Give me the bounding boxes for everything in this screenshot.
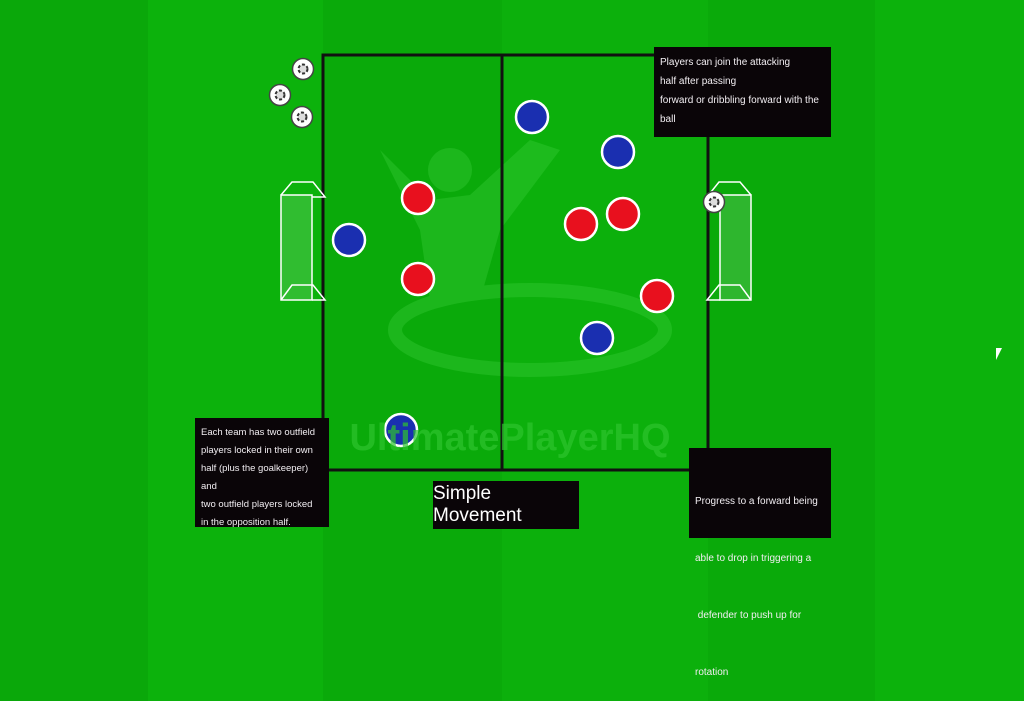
note-team-setup: Each team has two outfield players locke… [195,418,329,528]
note-line: forward or dribbling forward with the [660,95,819,106]
note-line: half (plus the goalkeeper) and [201,463,309,492]
drill-title: Simple Movement [433,481,579,529]
note-line: defender to push up for [695,610,802,621]
pitch-boundary [321,53,710,472]
note-line: Players can join the attacking [660,57,791,68]
pitch-diagram: UltimatePlayerHQ [268,53,752,472]
watermark: UltimatePlayerHQ [349,417,670,459]
left-goal [280,181,327,301]
blue-player-marker [600,134,636,170]
right-goal [705,181,752,301]
note-line: in the opposition half. [201,517,291,528]
note-line: half after passing [660,76,737,87]
note-line: ball [660,114,676,125]
note-attacking-half: Players can join the attacking half afte… [654,47,831,137]
blue-player-marker [514,99,550,135]
watermark-logo [380,140,672,377]
red-player-marker [400,180,436,216]
mouse-cursor-icon [996,348,1002,360]
soccer-ball-icon [702,190,726,214]
note-line: able to drop in triggering a [695,553,812,564]
red-player-marker [563,206,599,242]
note-line: two outfield players locked [201,499,313,510]
blue-player-marker [579,320,615,356]
red-player-marker [400,261,436,297]
blue-player-marker [383,412,419,448]
note-line: Progress to a forward being [695,496,818,507]
note-progression: Progress to a forward being able to drop… [689,448,831,678]
note-line: Each team has two outfield [201,427,316,438]
soccer-ball-icon [290,105,314,129]
blue-player-marker [331,222,367,258]
soccer-ball-icon [268,83,292,107]
red-player-marker [605,196,641,232]
note-line: rotation [695,667,729,678]
soccer-ball-icon [291,57,315,81]
note-line: players locked in their own [201,445,313,456]
red-player-marker [639,278,675,314]
